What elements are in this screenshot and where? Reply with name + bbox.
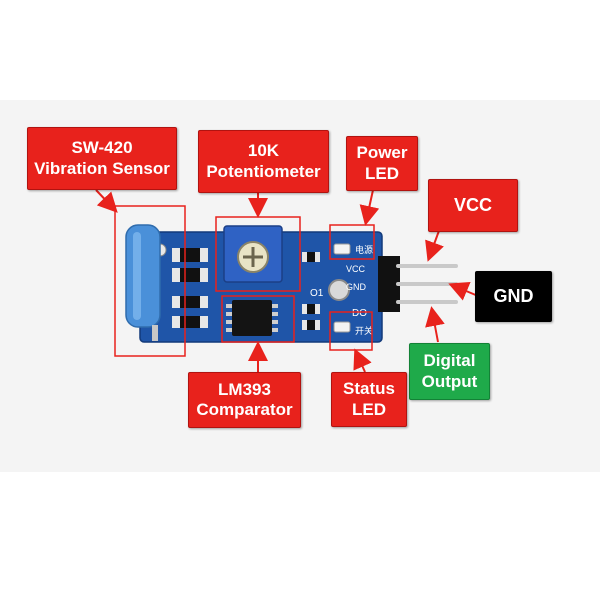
arrow-output bbox=[425, 306, 445, 343]
power-led bbox=[333, 243, 351, 255]
silk-gnd: GND bbox=[346, 282, 367, 292]
label-vibration-sensor: SW-420 Vibration Sensor bbox=[27, 127, 177, 190]
vibration-sensor-body bbox=[125, 224, 161, 328]
sensor-outline bbox=[114, 205, 186, 357]
status-led-outline bbox=[329, 311, 373, 351]
header-housing bbox=[378, 256, 400, 312]
label-gnd: GND bbox=[475, 271, 552, 322]
arrow-sensor bbox=[95, 189, 118, 213]
silk-power-cn: 电源 bbox=[355, 244, 373, 256]
status-led bbox=[333, 321, 351, 333]
header-pins bbox=[396, 264, 458, 304]
silk-o1: O1 bbox=[310, 288, 324, 299]
callout-arrows bbox=[95, 189, 479, 373]
mounting-hole-2 bbox=[328, 279, 350, 301]
arrow-vcc bbox=[425, 227, 444, 262]
vibration-sensor-highlight bbox=[133, 232, 141, 320]
arrow-power-led bbox=[359, 189, 380, 226]
comparator-pins bbox=[226, 304, 278, 332]
label-status-led: Status LED bbox=[331, 372, 407, 427]
comparator-chip bbox=[232, 300, 272, 336]
label-comparator: LM393 Comparator bbox=[188, 372, 301, 428]
power-led-outline bbox=[329, 224, 375, 260]
potentiometer-slot bbox=[243, 247, 263, 267]
label-vcc: VCC bbox=[428, 179, 518, 232]
label-power-led: Power LED bbox=[346, 136, 418, 191]
smd-components bbox=[172, 248, 320, 330]
vibration-sensor-leg bbox=[152, 325, 158, 341]
arrow-status-led bbox=[353, 348, 372, 373]
label-potentiometer: 10K Potentiometer bbox=[198, 130, 329, 193]
label-digital-output: Digital Output bbox=[409, 343, 490, 400]
silk-switch-cn: 开关 bbox=[355, 325, 373, 337]
silk-do: DO bbox=[352, 308, 367, 319]
arrow-gnd bbox=[448, 282, 479, 301]
silk-vcc: VCC bbox=[346, 264, 366, 274]
